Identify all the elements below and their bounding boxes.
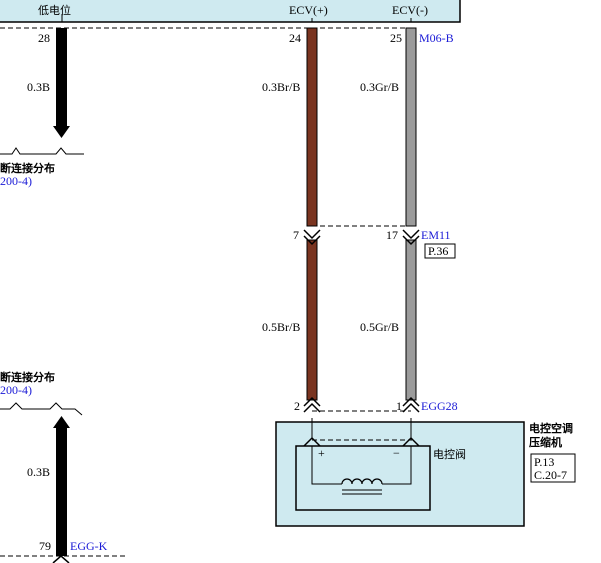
- compressor-box: [275, 421, 525, 527]
- connector-eggk-label: EGG-K: [70, 539, 108, 553]
- wire-brown-lower: [306, 239, 318, 401]
- compressor-title-1: 电控空调: [529, 421, 573, 435]
- chevron-em11-plus: [303, 229, 321, 240]
- splice-break-lower: [0, 402, 83, 416]
- chevron-em11-minus-b: [402, 235, 420, 246]
- compressor-ref-box: [530, 453, 576, 483]
- pin-24: 24: [289, 31, 301, 45]
- chevron-em11-plus-b: [303, 235, 321, 246]
- pin-25: 25: [390, 31, 402, 45]
- valve-lead-minus: [382, 446, 412, 485]
- arrow-down-left: [53, 126, 70, 138]
- em11-page-ref[interactable]: P.36: [428, 244, 448, 258]
- wire-gray-lower-label: 0.5Gr/B: [360, 320, 399, 334]
- chevron-egg28-plus: [303, 396, 321, 407]
- pin-7: 7: [293, 228, 299, 242]
- valve-plus-sign: +: [318, 446, 325, 460]
- chevron-egg28-minus: [402, 396, 420, 407]
- arrow-up-left: [53, 416, 70, 428]
- compressor-ref-code[interactable]: C.20-7: [534, 468, 567, 482]
- chevron-egg28-minus-b: [402, 402, 420, 413]
- valve-box: [295, 445, 431, 511]
- pin-79: 79: [39, 539, 51, 553]
- compressor-ref-page[interactable]: P.13: [534, 455, 554, 469]
- pin-17: 17: [386, 228, 398, 242]
- valve-label: 电控阀: [433, 447, 466, 461]
- wire-left-upper: [56, 28, 67, 126]
- em11-page-ref-box: [424, 243, 456, 259]
- pin-1: 1: [396, 399, 402, 413]
- wire-gray-upper: [405, 27, 417, 227]
- splice-break-upper: [0, 147, 84, 155]
- wire-brown-upper-label: 0.3Br/B: [262, 80, 300, 94]
- left-upper-ref-link[interactable]: 0200-4): [0, 174, 32, 188]
- connector-m06b-label: M06-B: [419, 31, 454, 45]
- solenoid-coil-icon: [341, 478, 383, 485]
- compressor-title-2: 压缩机: [529, 435, 562, 449]
- label-low-potential: 低电位: [38, 3, 71, 17]
- valve-lead-plus: [311, 446, 342, 485]
- chevron-em11-minus: [402, 229, 420, 240]
- pin-2: 2: [294, 399, 300, 413]
- wire-left-lower: [56, 428, 67, 556]
- label-ecv-minus: ECV(-): [392, 3, 428, 17]
- chevron-egg28-plus-b: [303, 402, 321, 413]
- wire-brown-lower-label: 0.5Br/B: [262, 320, 300, 334]
- wire-gray-upper-label: 0.3Gr/B: [360, 80, 399, 94]
- valve-minus-sign: −: [393, 446, 400, 460]
- wire-gray-lower: [405, 239, 417, 401]
- wire-brown-upper: [306, 27, 318, 227]
- connector-egg28-label: EGG28: [421, 399, 458, 413]
- connector-em11-label: EM11: [421, 228, 451, 242]
- chevron-eggk: [52, 555, 70, 563]
- top-component-box: [0, 0, 461, 23]
- left-lower-ref-link[interactable]: 0200-4): [0, 383, 32, 397]
- pin-28: 28: [38, 31, 50, 45]
- left-lower-ref-text: 断连接分布: [0, 370, 55, 384]
- label-ecv-plus: ECV(+): [289, 3, 328, 17]
- left-upper-ref-text: 断连接分布: [0, 161, 55, 175]
- wire-left-upper-label: 0.3B: [27, 80, 50, 94]
- wire-left-lower-label: 0.3B: [27, 465, 50, 479]
